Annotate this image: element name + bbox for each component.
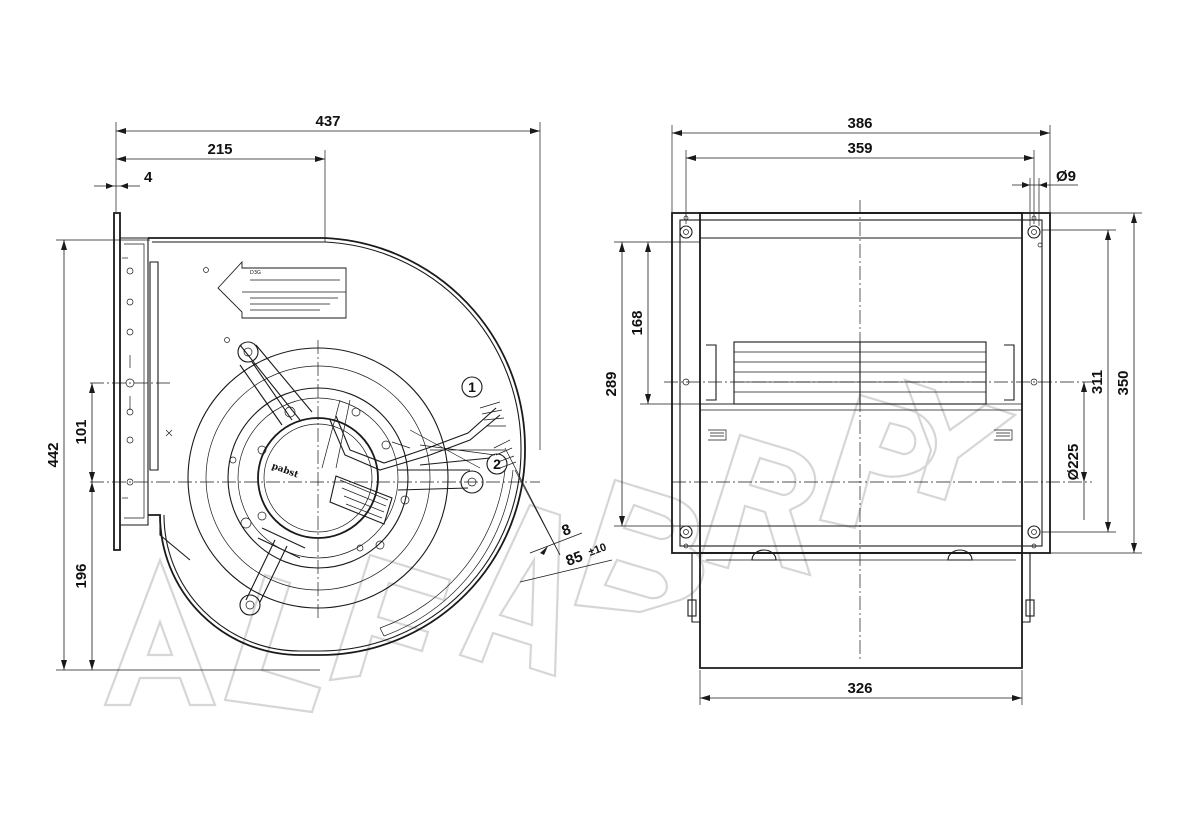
- dim-101: 101: [73, 419, 90, 444]
- dim-437: 437: [315, 113, 340, 130]
- support-strut-bottom: [239, 527, 306, 616]
- dim-168: 168: [629, 310, 646, 335]
- dim-359: 359: [847, 140, 872, 157]
- support-strut-right: [397, 457, 491, 494]
- dim-196: 196: [73, 563, 90, 588]
- dim-85: 85: [564, 548, 585, 570]
- dim-386: 386: [847, 115, 872, 132]
- side-view-dimensions: 437 215 4 442 101 196 8 85 ±10 1: [45, 113, 613, 671]
- dim-hole-diameter: Ø9: [1056, 168, 1076, 185]
- dim-4: 4: [144, 169, 153, 186]
- dim-350: 350: [1115, 370, 1132, 395]
- dim-8: 8: [560, 521, 574, 540]
- dim-85-tolerance: ±10: [587, 541, 608, 559]
- marker-1: 1: [468, 379, 476, 395]
- front-view-dimensions: 386 359 Ø9 168 289 Ø225 311: [603, 115, 1142, 705]
- front-view: [664, 200, 1092, 669]
- label-code: D3G: [250, 270, 261, 276]
- brand-print: pabst: [270, 462, 300, 481]
- dim-442: 442: [45, 442, 62, 467]
- support-strut-top: [237, 341, 313, 426]
- dim-bore-diameter: Ø225: [1065, 444, 1082, 481]
- watermark: [103, 378, 1018, 714]
- side-view: pabst: [90, 212, 540, 656]
- dim-289: 289: [603, 371, 620, 396]
- marker-2: 2: [493, 456, 501, 472]
- dim-311: 311: [1089, 370, 1106, 394]
- dim-326: 326: [847, 680, 872, 697]
- dim-215: 215: [207, 141, 232, 158]
- rating-label: D3G: [217, 260, 347, 319]
